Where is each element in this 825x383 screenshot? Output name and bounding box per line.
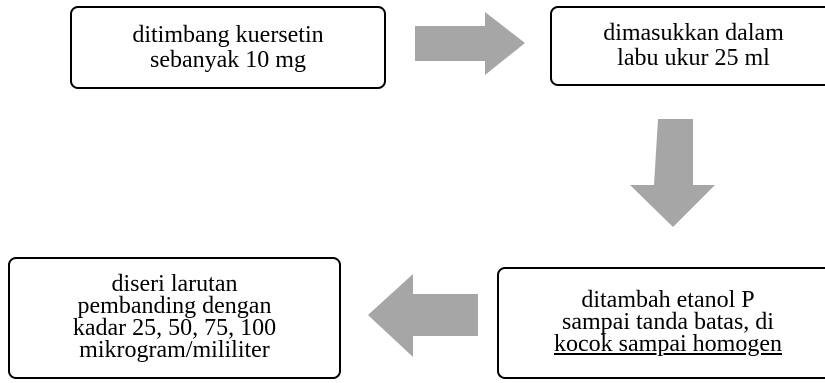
step-standard-series-text: diseri larutan pembanding dengan kadar 2… — [72, 271, 277, 363]
step-3-line-1: ditambah etanol P — [581, 287, 755, 313]
step-2-line-1: dimasukkan dalam — [603, 20, 784, 46]
step-4-line-2: pembanding dengan — [77, 293, 272, 319]
step-4-line-3: kadar 25, 50, 75, 100 — [72, 315, 277, 341]
step-weigh-quercetin-box: ditimbang kuersetin sebanyak 10 mg — [70, 6, 386, 89]
step-1-line-2: sebanyak 10 mg — [150, 46, 306, 73]
step-4-line-1: diseri larutan — [111, 271, 238, 297]
step-weigh-quercetin-text: ditimbang kuersetin sebanyak 10 mg — [132, 21, 324, 73]
step-3-line-2: sampai tanda batas, di — [562, 309, 774, 335]
arrow-down-icon — [630, 119, 715, 227]
step-volumetric-flask-text: dimasukkan dalam labu ukur 25 ml — [603, 21, 784, 71]
step-1-line-1: ditimbang kuersetin — [132, 21, 324, 48]
step-add-ethanol-text: ditambah etanol P sampai tanda batas, di… — [554, 287, 782, 357]
arrow-right-icon — [415, 12, 525, 75]
step-add-ethanol-box: ditambah etanol P sampai tanda batas, di… — [497, 267, 825, 379]
arrow-left-icon — [368, 274, 478, 357]
step-4-line-4: mikrogram/mililiter — [79, 337, 270, 363]
step-2-line-2: labu ukur 25 ml — [617, 45, 770, 71]
step-standard-series-box: diseri larutan pembanding dengan kadar 2… — [8, 257, 341, 379]
step-3-line-3: kocok sampai homogen — [554, 331, 782, 357]
step-volumetric-flask-box: dimasukkan dalam labu ukur 25 ml — [550, 6, 825, 86]
